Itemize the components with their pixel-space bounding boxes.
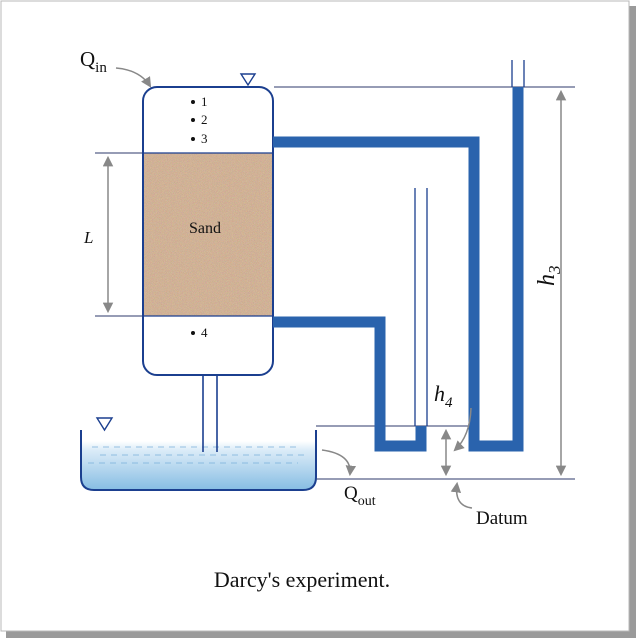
point-label-4: 4 [201,325,208,340]
dimension-arrows [102,67,567,509]
q-in-arrow-icon [115,67,152,88]
q-out-label: Qout [344,483,376,509]
point-label-2: 2 [201,112,208,127]
reservoir-outline [80,430,317,491]
h3-manometer-pipe [273,87,524,452]
water-ripples [88,446,306,464]
length-label: L [83,228,93,247]
h4-label: h4 [434,381,453,411]
q-in-label: Qin [80,47,107,76]
q-out-arrow-icon [321,449,357,477]
datum-label: Datum [476,508,528,529]
datum-pointer-arrow-icon [450,481,473,509]
reservoir-water [81,441,316,490]
measurement-dots [191,100,195,335]
outlet-tube [202,375,218,452]
point-label-3: 3 [201,131,208,146]
water-level-triangle-icon [95,417,114,432]
h4-manometer-pipe [273,316,427,452]
sand-texture [144,153,272,316]
open-tubes [414,60,525,426]
point-label-1: 1 [201,94,208,109]
h4-pointer-arrow-icon [453,407,472,452]
sand-label: Sand [189,220,221,237]
manometer-pipes [273,87,524,452]
h3-label: h3 [534,266,564,287]
caption: Darcy's experiment. [214,567,390,592]
water-level-triangle-icon [239,73,257,87]
